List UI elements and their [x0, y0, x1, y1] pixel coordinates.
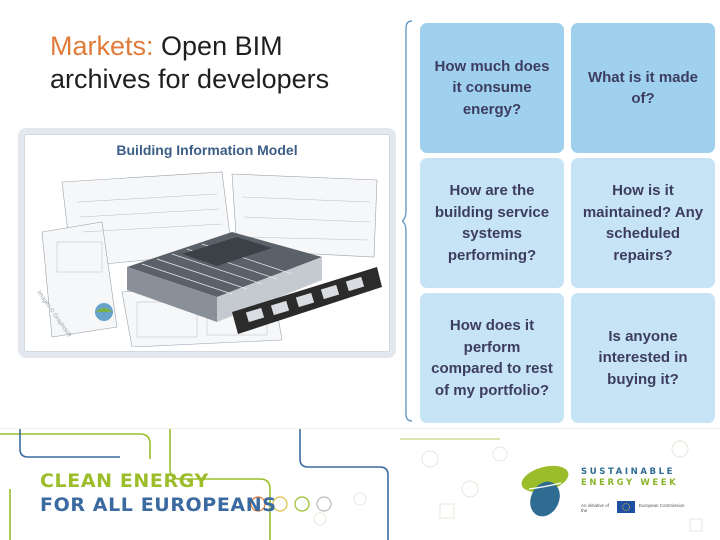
question-text: Is anyone interested in buying it? — [598, 327, 688, 388]
bim-panel: Building Information Model — [18, 128, 396, 358]
title-rest: Open BIM archives for developers — [50, 31, 330, 94]
clean-energy-brand: CLEAN ENERGY FOR ALL EUROPEANS — [40, 469, 277, 517]
initiative-text: An initiative of the — [581, 503, 610, 513]
question-text: How does it perform compared to rest of … — [431, 317, 553, 399]
sew-line-2: ENERGY WEEK — [581, 478, 679, 488]
question-text: How are the building service systems per… — [434, 182, 550, 264]
question-card: How is it maintained? Any scheduled repa… — [571, 158, 715, 288]
sew-line-1: SUSTAINABLE — [581, 467, 676, 477]
sew-leaf-icon — [521, 465, 569, 517]
footer-decoration — [0, 429, 703, 540]
question-card: What is it made of? — [571, 23, 715, 153]
question-text: How much does it consume energy? — [434, 57, 550, 118]
european-commission-text: European Commission — [639, 503, 685, 508]
brand-line-2: FOR ALL EUROPEANS — [40, 494, 277, 516]
question-grid: How much does it consume energy? What is… — [420, 23, 718, 423]
bracket-divider — [402, 20, 413, 422]
slide-title: Markets: Open BIM archives for developer… — [50, 30, 390, 96]
title-highlight: Markets: — [50, 31, 154, 61]
question-text: How is it maintained? Any scheduled repa… — [582, 182, 704, 264]
brand-line-1: CLEAN ENERGY — [40, 470, 209, 492]
question-text: What is it made of? — [587, 68, 699, 108]
bim-illustration: Images © Graphisoft — [35, 171, 382, 347]
sew-wordmark: SUSTAINABLE ENERGY WEEK — [581, 467, 678, 489]
footer-banner: CLEAN ENERGY FOR ALL EUROPEANS SUSTAINAB… — [0, 428, 720, 540]
question-card: Is anyone interested in buying it? — [571, 293, 715, 423]
bim-title: Building Information Model — [116, 142, 298, 158]
question-card: How are the building service systems per… — [420, 158, 564, 288]
sustainable-energy-week-logo: SUSTAINABLE ENERGY WEEK An initiative of… — [515, 459, 705, 529]
question-card: How much does it consume energy? — [420, 23, 564, 153]
question-card: How does it perform compared to rest of … — [420, 293, 564, 423]
eu-flag-icon — [617, 501, 635, 513]
